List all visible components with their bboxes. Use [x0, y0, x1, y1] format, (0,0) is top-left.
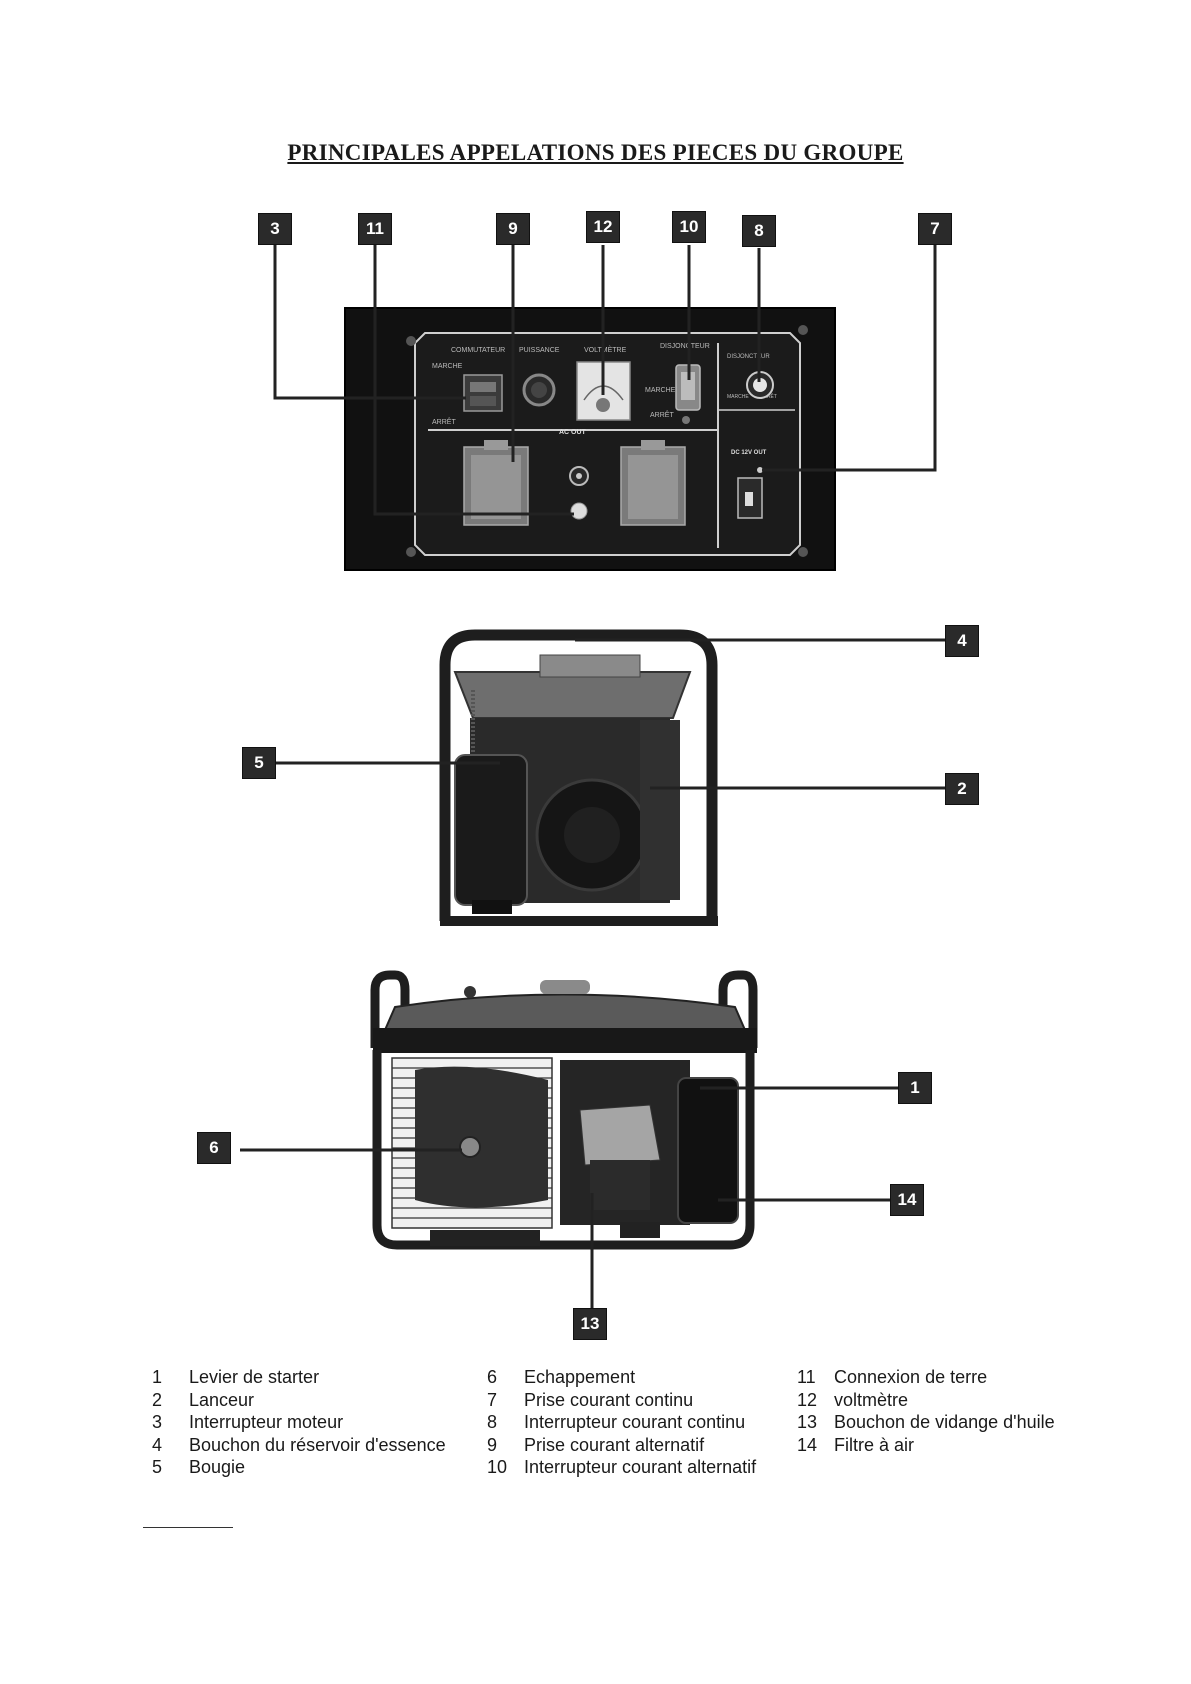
legend-number: 5: [152, 1457, 163, 1477]
legend-item: 3 Interrupteur moteur: [150, 1411, 446, 1434]
callout-12: 12: [586, 211, 620, 243]
legend-number: 1: [152, 1367, 163, 1387]
legend-column-1: 1 Levier de starter 2 Lanceur 3 Interrupteu…: [150, 1366, 446, 1479]
callout-2: 2: [945, 773, 979, 805]
label-marche-right: MARCHE: [645, 387, 676, 394]
callout-5: 5: [242, 747, 276, 779]
legend-label: Interrupteur moteur: [189, 1412, 344, 1432]
legend-label: voltmètre: [834, 1389, 909, 1410]
label-puissance: PUISSANCE: [519, 347, 560, 354]
legend-item: 13 Bouchon de vidange d'huile: [797, 1411, 1055, 1434]
legend-number: 13: [797, 1412, 818, 1432]
callout-8: 8: [742, 215, 776, 247]
legend-item: 10 Interrupteur courant alternatif: [487, 1456, 756, 1479]
legend-number: 9: [487, 1434, 498, 1455]
page-title: PRINCIPALES APPELATIONS DES PIECES DU GR…: [287, 140, 904, 165]
legend-number: 12: [797, 1389, 818, 1410]
callout-7: 7: [918, 213, 952, 245]
legend-item: 11 Connexion de terre: [797, 1366, 1055, 1389]
callout-6: 6: [197, 1132, 231, 1164]
legend-number: 3: [152, 1412, 163, 1432]
legend-number: 6: [487, 1367, 498, 1387]
callout-9: 9: [496, 213, 530, 245]
legend-label: Interrupteur courant continu: [524, 1412, 746, 1432]
legend-item: 7 Prise courant continu: [487, 1389, 756, 1412]
legend-item: 8 Interrupteur courant continu: [487, 1411, 756, 1434]
legend-label: Lanceur: [189, 1389, 255, 1410]
footnote-separator: [143, 1527, 233, 1528]
label-marche-dc: MARCHE: [727, 394, 749, 400]
callout-1: 1: [898, 1072, 932, 1104]
label-marche-left: MARCHE: [432, 363, 463, 370]
label-commutateur: COMMUTATEUR: [451, 347, 505, 354]
legend-label: Prise courant alternatif: [524, 1434, 705, 1455]
label-voltmetre: VOLTMÈTRE: [584, 345, 627, 354]
callout-13: 13: [573, 1308, 607, 1340]
legend-label: Filtre à air: [834, 1434, 915, 1455]
legend-number: 11: [797, 1367, 816, 1387]
legend-item: 14 Filtre à air: [797, 1434, 1055, 1457]
legend-item: 12 voltmètre: [797, 1389, 1055, 1412]
legend-item: 4 Bouchon du réservoir d'essence: [150, 1434, 446, 1457]
callout-11: 11: [358, 213, 392, 245]
legend-column-3: 11 Connexion de terre 12 voltmètre 13 Bouch…: [797, 1366, 1055, 1456]
legend-label: Levier de starter: [189, 1367, 320, 1387]
legend-item: 9 Prise courant alternatif: [487, 1434, 756, 1457]
callout-4: 4: [945, 625, 979, 657]
legend-label: Bougie: [189, 1457, 246, 1477]
legend-number: 10: [487, 1457, 508, 1477]
legend-number: 4: [152, 1434, 163, 1455]
legend-label: Prise courant continu: [524, 1389, 694, 1410]
legend-label: Bouchon de vidange d'huile: [834, 1412, 1055, 1432]
legend-label: Bouchon du réservoir d'essence: [189, 1434, 446, 1455]
callout-10: 10: [672, 211, 706, 243]
label-ac-out: AC OUT: [559, 429, 587, 436]
label-disjoncteur-dc: DISJONCTEUR: [727, 354, 770, 360]
legend-number: 2: [152, 1389, 163, 1410]
legend-label: Echappement: [524, 1367, 636, 1387]
label-disjoncteur: DISJONCTEUR: [660, 343, 710, 350]
legend-item: 1 Levier de starter: [150, 1366, 446, 1389]
legend-label: Interrupteur courant alternatif: [524, 1457, 757, 1477]
legend-number: 7: [487, 1389, 498, 1410]
label-arret-left: ARRÊT: [432, 417, 456, 426]
legend-item: 2 Lanceur: [150, 1389, 446, 1412]
label-arret-right: ARRÊT: [650, 410, 674, 419]
legend-number: 14: [797, 1434, 818, 1455]
callout-3: 3: [258, 213, 292, 245]
legend-item: 6 Echappement: [487, 1366, 756, 1389]
legend-item: 5 Bougie: [150, 1456, 446, 1479]
label-dc-out: DC 12V OUT: [731, 450, 767, 456]
legend-number: 8: [487, 1412, 498, 1432]
callout-14: 14: [890, 1184, 924, 1216]
legend-label: Connexion de terre: [834, 1367, 988, 1387]
